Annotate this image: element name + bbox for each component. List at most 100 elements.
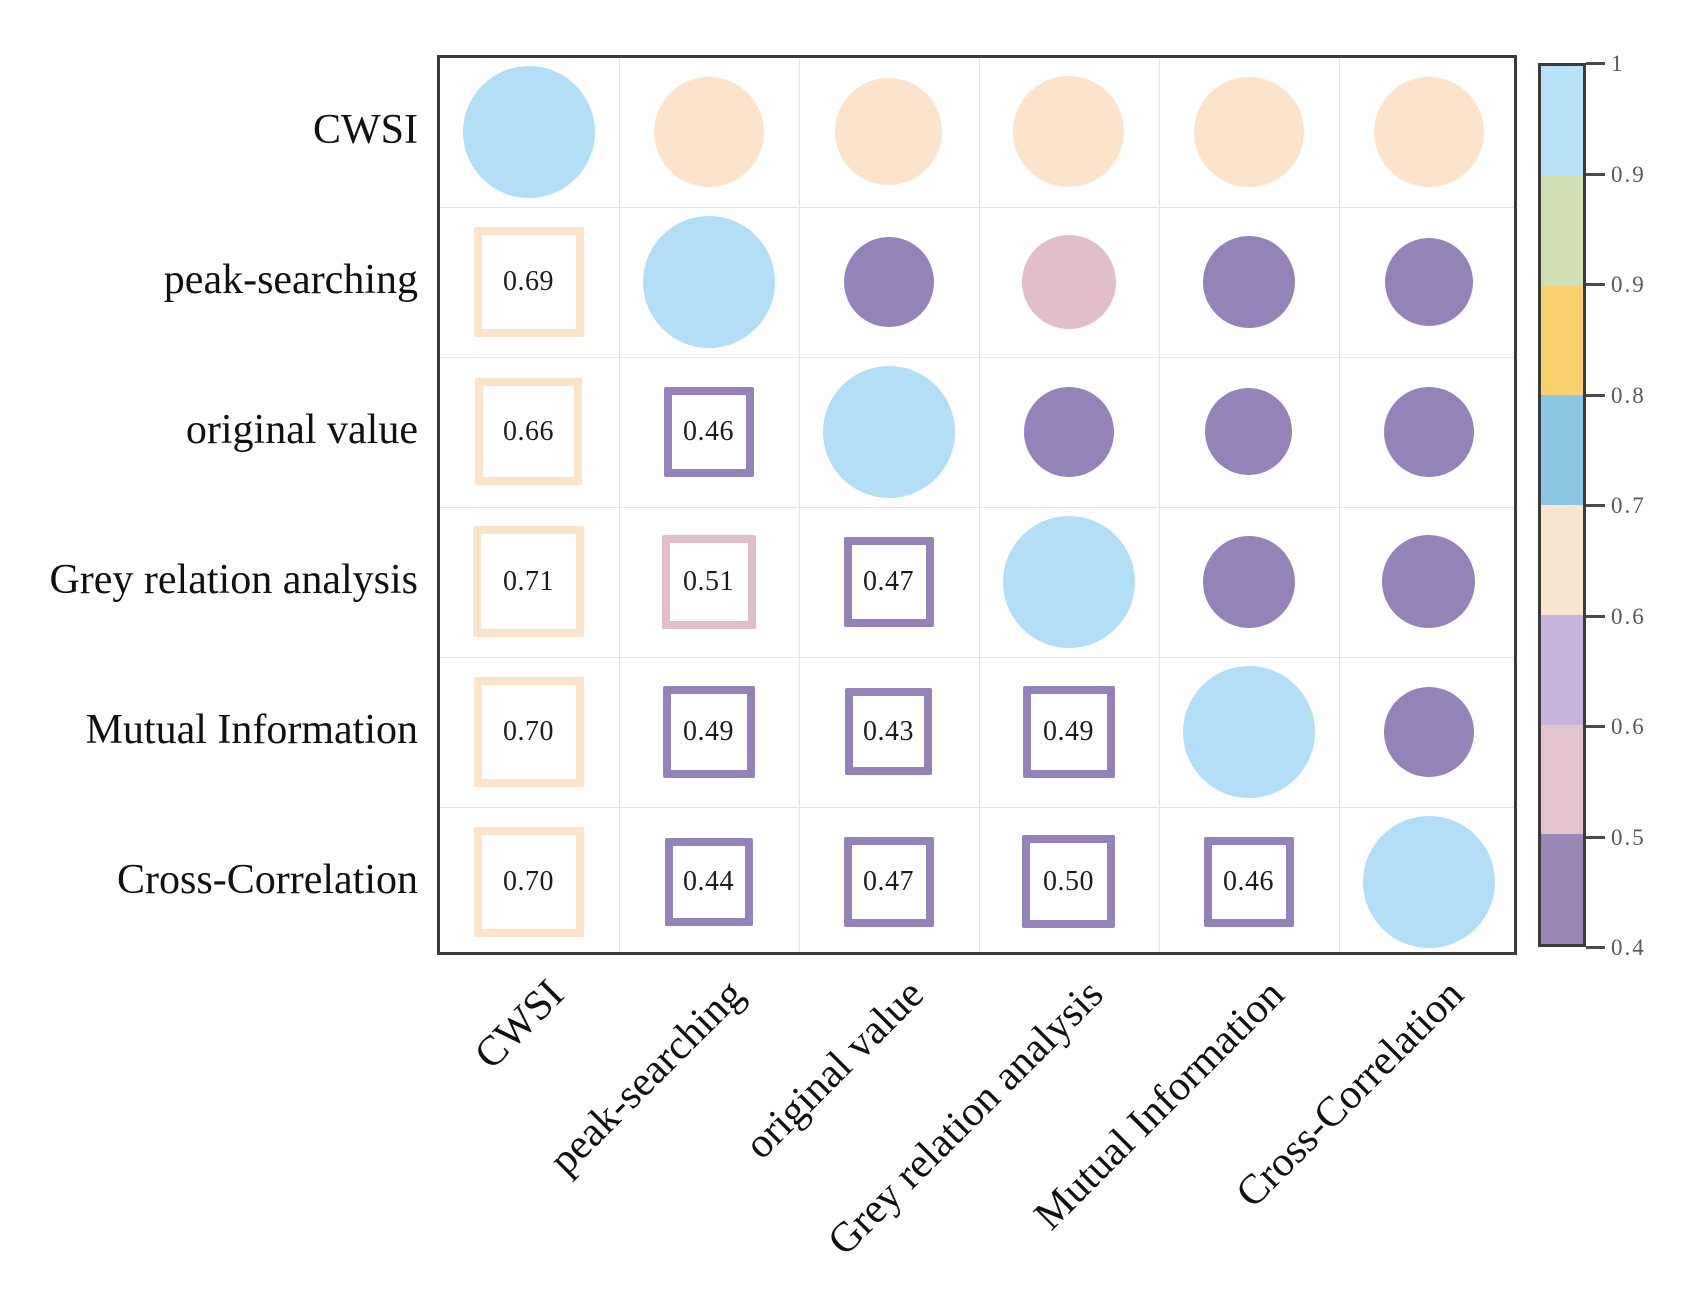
correlation-circle — [843, 236, 934, 327]
correlation-value: 0.66 — [503, 415, 554, 447]
grid-line-vertical — [979, 58, 980, 952]
colorbar-segment-7 — [1541, 834, 1583, 944]
correlation-value: 0.43 — [863, 715, 914, 747]
matrix-cell-r3c4 — [1159, 507, 1339, 657]
x-axis-label-2: original value — [736, 971, 933, 1168]
correlation-circle — [835, 78, 942, 185]
correlation-value: 0.47 — [863, 865, 914, 897]
grid-line-vertical — [799, 58, 800, 952]
grid-line-horizontal — [440, 357, 1514, 358]
matrix-cell-r4c0: 0.70 — [439, 657, 619, 807]
matrix-cell-r4c5 — [1339, 657, 1519, 807]
correlation-circle — [1182, 665, 1315, 798]
colorbar-tick — [1586, 283, 1605, 286]
matrix-cell-r0c1 — [619, 57, 799, 207]
correlation-square: 0.50 — [1022, 835, 1115, 928]
matrix-cell-r5c0: 0.70 — [439, 807, 619, 957]
correlation-circle — [1362, 815, 1495, 948]
matrix-cell-r2c2 — [799, 357, 979, 507]
colorbar-tick — [1586, 946, 1605, 949]
colorbar-tick — [1586, 173, 1605, 176]
correlation-square: 0.44 — [664, 837, 753, 926]
plot-area: 0.69 0.66 0.46 0.71 0.51 0.47 0.70 0.49 0.43 0.49… — [437, 55, 1517, 955]
y-axis-label-2: original value — [185, 407, 418, 453]
colorbar-segment-0 — [1541, 66, 1583, 176]
correlation-circle — [1373, 76, 1484, 187]
colorbar-segment-4 — [1541, 505, 1583, 615]
matrix-cell-r5c3: 0.50 — [979, 807, 1159, 957]
correlation-value: 0.49 — [1043, 715, 1094, 747]
correlation-circle — [1021, 234, 1116, 329]
correlation-circle — [1384, 237, 1473, 326]
matrix-cell-r3c0: 0.71 — [439, 507, 619, 657]
colorbar-tick-label: 0.7 — [1611, 493, 1646, 518]
colorbar-tick — [1586, 836, 1605, 839]
matrix-cell-r1c5 — [1339, 207, 1519, 357]
matrix-cell-r1c2 — [799, 207, 979, 357]
correlation-circle — [1002, 515, 1135, 648]
matrix-cell-r4c1: 0.49 — [619, 657, 799, 807]
correlation-circle — [1205, 388, 1292, 475]
matrix-cell-r2c0: 0.66 — [439, 357, 619, 507]
correlation-square: 0.71 — [473, 526, 584, 637]
colorbar-tick-label: 1 — [1611, 51, 1625, 76]
matrix-cell-r0c3 — [979, 57, 1159, 207]
y-axis-label-5: Cross-Correlation — [117, 857, 418, 903]
matrix-cell-r4c3: 0.49 — [979, 657, 1159, 807]
matrix-cell-r2c4 — [1159, 357, 1339, 507]
colorbar-tick — [1586, 725, 1605, 728]
correlation-value: 0.49 — [683, 715, 734, 747]
correlation-circle — [1382, 535, 1475, 628]
matrix-cell-r1c0: 0.69 — [439, 207, 619, 357]
matrix-cell-r2c5 — [1339, 357, 1519, 507]
colorbar-segment-1 — [1541, 175, 1583, 286]
correlation-square: 0.49 — [1022, 685, 1115, 778]
matrix-cell-r4c2: 0.43 — [799, 657, 979, 807]
correlation-square: 0.66 — [475, 378, 582, 485]
correlation-value: 0.47 — [863, 565, 914, 597]
correlation-square: 0.51 — [661, 534, 756, 629]
correlation-circle — [1202, 535, 1295, 628]
colorbar-tick — [1586, 62, 1605, 65]
colorbar-tick — [1586, 615, 1605, 618]
grid-line-horizontal — [440, 207, 1514, 208]
correlation-circle — [1023, 386, 1114, 477]
matrix-cell-r4c4 — [1159, 657, 1339, 807]
x-axis-label-0: CWSI — [466, 971, 573, 1079]
correlation-square: 0.46 — [663, 386, 754, 477]
y-axis-label-4: Mutual Information — [85, 707, 418, 753]
matrix-cell-r3c1: 0.51 — [619, 507, 799, 657]
correlation-square: 0.47 — [843, 836, 934, 927]
matrix-cell-r2c3 — [979, 357, 1159, 507]
colorbar-tick-label: 0.9 — [1611, 162, 1646, 187]
colorbar-tick-label: 0.6 — [1611, 604, 1646, 629]
matrix-cell-r0c2 — [799, 57, 979, 207]
correlation-value: 0.51 — [683, 565, 734, 597]
correlation-value: 0.70 — [503, 865, 554, 897]
colorbar-segment-2 — [1541, 285, 1583, 396]
correlation-value: 0.44 — [683, 865, 734, 897]
grid-line-horizontal — [440, 507, 1514, 508]
matrix-cell-r3c5 — [1339, 507, 1519, 657]
correlation-square: 0.70 — [473, 826, 584, 937]
grid-line-vertical — [619, 58, 620, 952]
colorbar-tick-label: 0.6 — [1611, 714, 1646, 739]
correlation-circle — [1013, 76, 1124, 187]
correlation-square: 0.43 — [845, 688, 932, 775]
colorbar-tick-label: 0.8 — [1611, 383, 1646, 408]
colorbar-tick-label: 0.9 — [1611, 272, 1646, 297]
correlation-square: 0.47 — [843, 536, 934, 627]
matrix-cell-r5c4: 0.46 — [1159, 807, 1339, 957]
colorbar-tick — [1586, 394, 1605, 397]
colorbar-tick-label: 0.4 — [1611, 935, 1646, 960]
grid-line-vertical — [1339, 58, 1340, 952]
correlation-circle — [1383, 686, 1474, 777]
grid-line-vertical — [1159, 58, 1160, 952]
y-axis-label-0: CWSI — [313, 107, 418, 153]
matrix-cell-r3c2: 0.47 — [799, 507, 979, 657]
y-axis-label-3: Grey relation analysis — [49, 557, 418, 603]
colorbar-tick — [1586, 504, 1605, 507]
colorbar-segment-5 — [1541, 614, 1583, 725]
correlation-circle — [1193, 76, 1304, 187]
